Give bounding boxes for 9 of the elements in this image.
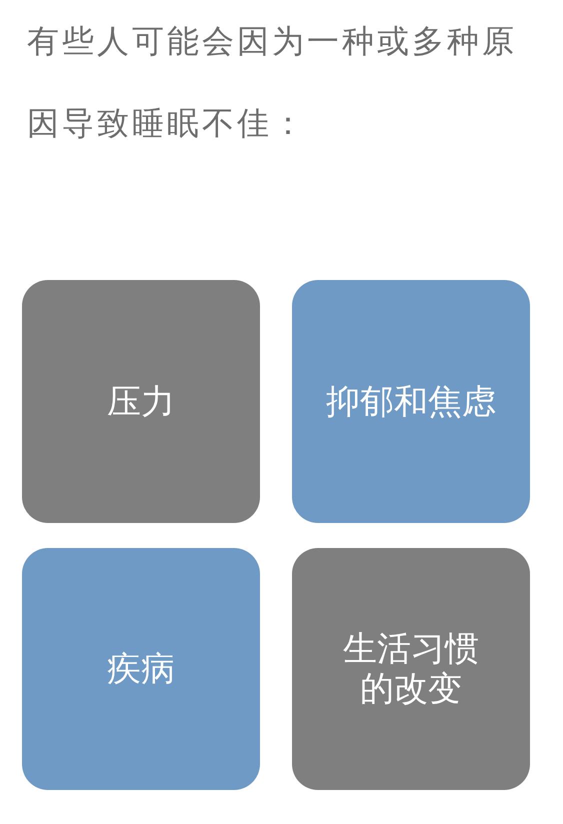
title-text: 有些人可能会因为一种或多种原因导致睡眠不佳： (27, 21, 518, 144)
box-label: 生活习惯的改变 (342, 629, 480, 709)
rounded-box (22, 548, 260, 790)
box-label: 抑郁和焦虑 (326, 382, 496, 422)
box-label: 疾病 (107, 649, 175, 689)
rounded-box (292, 280, 530, 523)
box-label: 压力 (107, 382, 175, 422)
rounded-box (22, 280, 260, 523)
rounded-box (292, 548, 530, 790)
